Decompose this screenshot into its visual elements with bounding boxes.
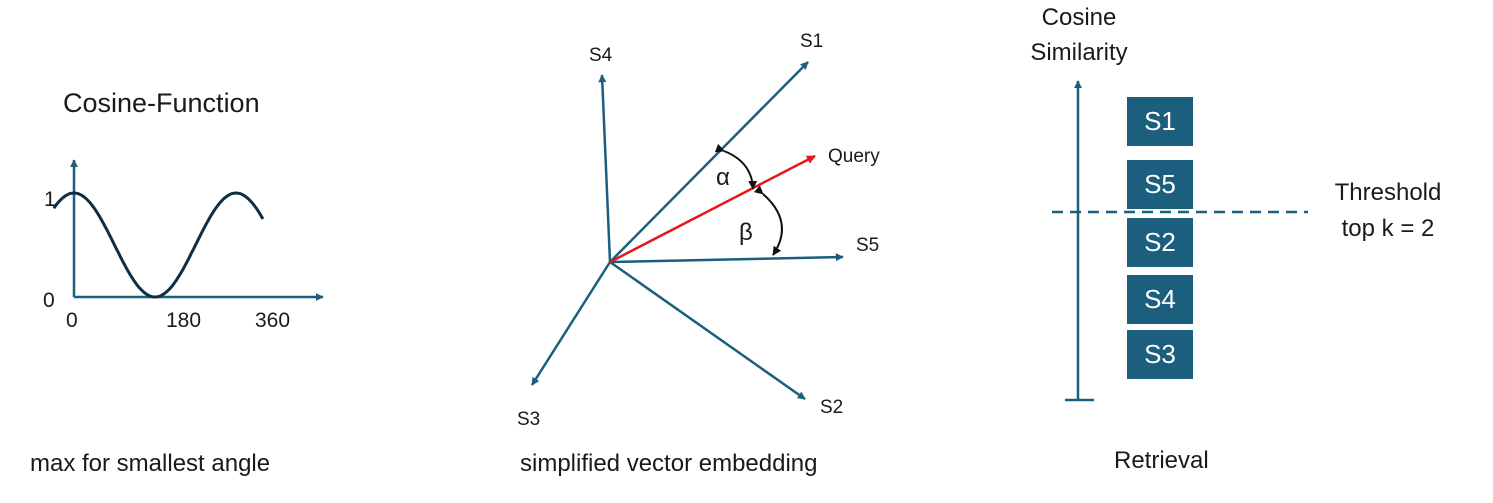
threshold-label-line2: top k = 2: [1341, 215, 1435, 242]
rank-box: S3: [1127, 330, 1193, 379]
y-tick-0: 0: [43, 289, 55, 312]
rank-box: S1: [1127, 97, 1193, 146]
axis-title-line2: Similarity: [1030, 39, 1128, 66]
cosine-caption: max for smallest angle: [30, 450, 271, 477]
angle-alpha-arc: [714, 143, 758, 190]
vector-caption: simplified vector embedding: [520, 450, 818, 477]
rank-box: S5: [1127, 160, 1193, 209]
vector-s3: [530, 261, 612, 386]
axis-title-line1: Cosine: [1041, 4, 1117, 31]
cosine-title: Cosine-Function: [63, 88, 260, 118]
vector-s4: [598, 74, 612, 263]
rank-box: S4: [1127, 275, 1193, 324]
x-tick-0: 0: [66, 309, 78, 332]
vector-s1: [609, 61, 809, 263]
x-tick-360: 360: [255, 309, 291, 332]
cosine-curve: [52, 191, 265, 299]
label-s3: S3: [517, 409, 541, 430]
label-s5: S5: [856, 235, 880, 256]
label-s1: S1: [800, 31, 824, 52]
angle-beta-label: β: [739, 219, 753, 246]
retrieval-caption: Retrieval: [1114, 447, 1209, 474]
label-s2: S2: [820, 397, 844, 418]
label-s4: S4: [589, 45, 613, 66]
vector-s5: [609, 253, 844, 264]
rank-box: S2: [1127, 218, 1193, 267]
angle-beta-arc: [753, 185, 783, 256]
y-tick-1: 1: [44, 188, 56, 211]
vector-s2: [609, 260, 806, 401]
x-tick-180: 180: [166, 309, 202, 332]
label-query: Query: [828, 146, 880, 167]
vector-query: [609, 154, 816, 264]
angle-alpha-label: α: [716, 164, 730, 191]
threshold-label-line1: Threshold: [1334, 179, 1442, 206]
